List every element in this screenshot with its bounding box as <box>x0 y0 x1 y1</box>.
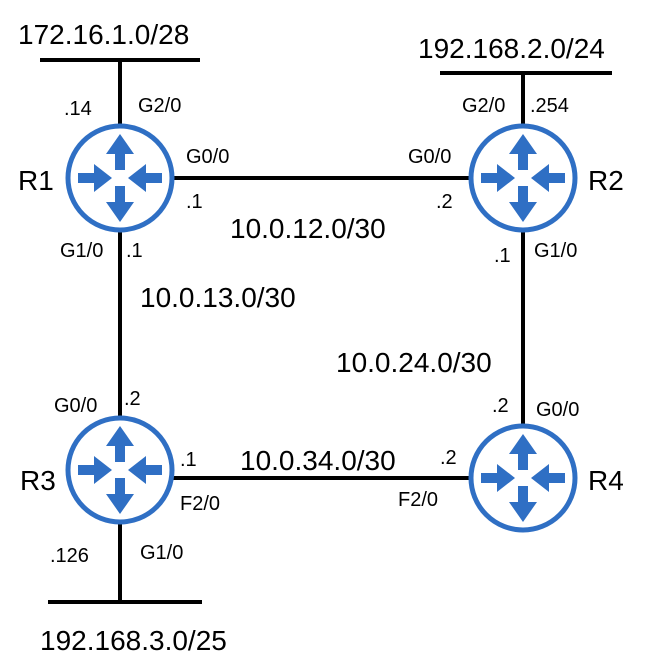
link-label-r2-r4: 10.0.24.0/30 <box>336 347 492 378</box>
r3-g1-0-if: G1/0 <box>140 542 183 564</box>
r2-g1-0-ip: .1 <box>494 245 511 267</box>
r1-g0-0-ip: .1 <box>186 191 203 213</box>
link-label-r1-r3: 10.0.13.0/30 <box>140 282 296 313</box>
r2-g2-0-ip: .254 <box>530 95 569 117</box>
r2-g1-0-if: G1/0 <box>534 240 577 262</box>
router-icon <box>68 126 172 230</box>
r4-f2-0-if: F2/0 <box>398 489 438 511</box>
lan-label-r2: 192.168.2.0/24 <box>418 33 605 64</box>
lan-label-r1: 172.16.1.0/28 <box>18 19 189 50</box>
r2-g0-0-ip: .2 <box>436 191 453 213</box>
r1-g2-0-ip: .14 <box>64 98 92 120</box>
router-name-r4: R4 <box>588 465 624 496</box>
router-name-r3: R3 <box>20 465 56 496</box>
r3-g0-0-if: G0/0 <box>54 395 97 417</box>
router-icon <box>471 426 575 530</box>
r1-g1-0-ip: .1 <box>126 240 143 262</box>
r3-f2-0-ip: .1 <box>180 449 197 471</box>
r3-f2-0-if: F2/0 <box>180 493 220 515</box>
r3-g0-0-ip: .2 <box>124 388 141 410</box>
r4-g0-0-if: G0/0 <box>536 399 579 421</box>
r1-g2-0-if: G2/0 <box>138 95 181 117</box>
router-name-r1: R1 <box>18 165 54 196</box>
link-label-r1-r2: 10.0.12.0/30 <box>230 213 386 244</box>
router-icon <box>68 418 172 522</box>
router-icon <box>471 126 575 230</box>
r4-g0-0-ip: .2 <box>492 395 509 417</box>
r4-f2-0-ip: .2 <box>440 447 457 469</box>
r2-g0-0-if: G0/0 <box>408 146 451 168</box>
r1-g1-0-if: G1/0 <box>60 240 103 262</box>
lan-label-r3: 192.168.3.0/25 <box>40 625 227 656</box>
r3-g1-0-ip: .126 <box>50 545 89 567</box>
r1-g0-0-if: G0/0 <box>186 146 229 168</box>
router-name-r2: R2 <box>588 165 624 196</box>
r2-g2-0-if: G2/0 <box>462 95 505 117</box>
link-label-r3-r4: 10.0.34.0/30 <box>240 445 396 476</box>
